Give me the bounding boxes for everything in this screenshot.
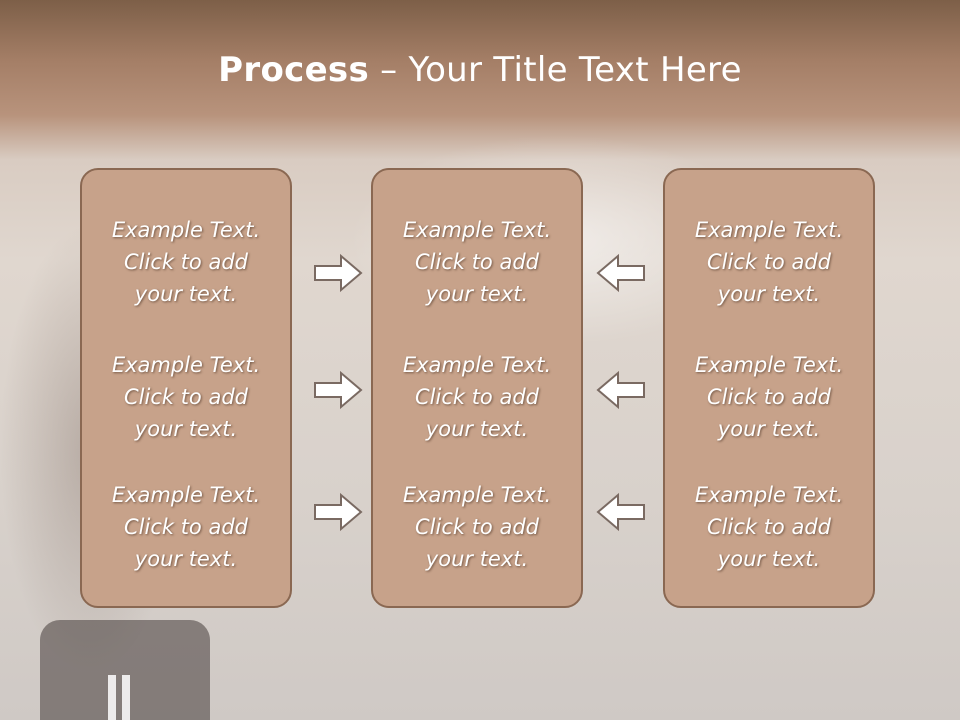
- text-line: your text.: [134, 547, 238, 571]
- left-arrow-icon[interactable]: [596, 253, 646, 293]
- text-block[interactable]: Example Text. Click to add your text.: [665, 214, 873, 310]
- right-arrow-icon[interactable]: [313, 253, 363, 293]
- right-arrow-icon[interactable]: [313, 492, 363, 532]
- process-box-center[interactable]: Example Text. Click to add your text. Ex…: [371, 168, 583, 608]
- process-box-right[interactable]: Example Text. Click to add your text. Ex…: [663, 168, 875, 608]
- text-line: your text.: [425, 417, 529, 441]
- text-line: your text.: [717, 547, 821, 571]
- text-line: Click to add: [706, 515, 831, 539]
- shorts-stripe: [122, 675, 130, 720]
- text-line: Click to add: [414, 250, 539, 274]
- text-line: Example Text.: [402, 353, 552, 377]
- left-arrow-icon[interactable]: [596, 370, 646, 410]
- text-line: Click to add: [414, 385, 539, 409]
- text-block[interactable]: Example Text. Click to add your text.: [373, 479, 581, 575]
- text-block[interactable]: Example Text. Click to add your text.: [82, 214, 290, 310]
- title-bold: Process: [218, 50, 370, 90]
- text-line: your text.: [134, 417, 238, 441]
- text-block[interactable]: Example Text. Click to add your text.: [373, 349, 581, 445]
- text-line: Example Text.: [694, 218, 844, 242]
- text-block[interactable]: Example Text. Click to add your text.: [665, 479, 873, 575]
- title-rest: Your Title Text Here: [408, 50, 742, 90]
- text-line: your text.: [717, 282, 821, 306]
- text-line: Example Text.: [402, 218, 552, 242]
- text-line: your text.: [134, 282, 238, 306]
- left-arrow-icon[interactable]: [596, 492, 646, 532]
- title-separator: –: [369, 50, 409, 90]
- text-line: Click to add: [123, 385, 248, 409]
- slide-title[interactable]: Process – Your Title Text Here: [0, 50, 960, 90]
- text-line: your text.: [425, 282, 529, 306]
- text-line: Example Text.: [694, 483, 844, 507]
- text-line: Example Text.: [111, 353, 261, 377]
- text-line: Click to add: [706, 250, 831, 274]
- shorts-stripe: [108, 675, 116, 720]
- text-line: your text.: [425, 547, 529, 571]
- text-line: Click to add: [123, 515, 248, 539]
- text-line: Example Text.: [402, 483, 552, 507]
- right-arrow-icon[interactable]: [313, 370, 363, 410]
- text-line: Example Text.: [111, 218, 261, 242]
- text-line: Example Text.: [111, 483, 261, 507]
- text-block[interactable]: Example Text. Click to add your text.: [82, 479, 290, 575]
- text-line: your text.: [717, 417, 821, 441]
- text-line: Click to add: [706, 385, 831, 409]
- process-box-left[interactable]: Example Text. Click to add your text. Ex…: [80, 168, 292, 608]
- text-block[interactable]: Example Text. Click to add your text.: [82, 349, 290, 445]
- text-line: Click to add: [123, 250, 248, 274]
- text-line: Example Text.: [694, 353, 844, 377]
- text-block[interactable]: Example Text. Click to add your text.: [373, 214, 581, 310]
- text-line: Click to add: [414, 515, 539, 539]
- text-block[interactable]: Example Text. Click to add your text.: [665, 349, 873, 445]
